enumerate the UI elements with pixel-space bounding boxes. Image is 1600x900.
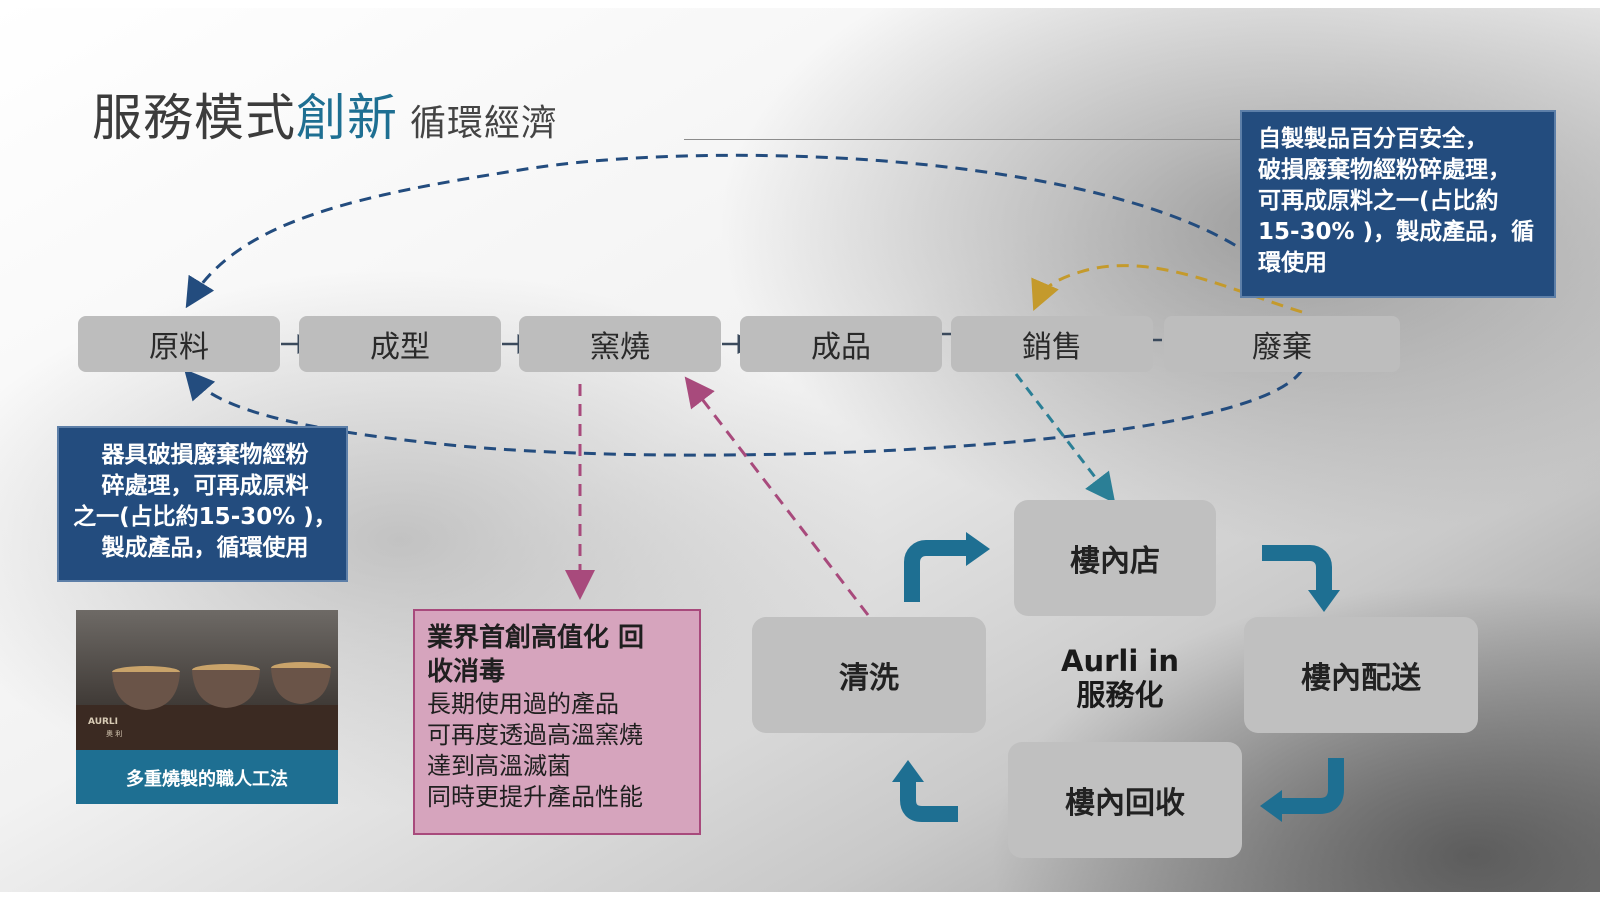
note-left-line: 製成產品，循環使用 [101,535,309,561]
cycle-cleaning: 清洗 [752,617,986,733]
photo-brand-sub: 奧 利 [106,729,122,738]
note-pink: 業界首創高值化 回 收消毒 長期使用過的產品 可再度透過高溫窯燒 達到高溫滅菌 … [413,609,701,835]
note-top-right-line: 自製製品百分百安全， [1258,126,1488,152]
title-sub: 循環經濟 [410,103,559,144]
photo-brand: AURLI [88,717,118,727]
teacups-image: AURLI 奧 利 [76,610,338,750]
title-accent: 創新 [296,89,398,147]
note-top-right-line: 破損廢棄物經粉碎處理， [1258,157,1511,183]
loop-bottom-arrow [184,368,1304,457]
cycle-arrowheads [892,532,1340,822]
note-left: 器具破損廢棄物經粉 碎處理，可再成原料 之一(占比約15-30% )， 製成產品… [57,426,348,582]
product-photo: AURLI 奧 利 多重燒製的職人工法 [76,610,338,804]
pink-heading-line: 業界首創高值化 回 [427,623,645,653]
gold-arrow [1031,264,1303,314]
cycle-building-store: 樓內店 [1014,500,1216,616]
photo-caption: 多重燒製的職人工法 [76,750,338,804]
cycle-center-line: 服務化 [1076,678,1164,712]
teal-arrow [1014,373,1116,504]
title-main: 服務模式 [92,89,296,147]
pink-text-line: 達到高溫滅菌 [427,752,571,780]
pink-diagonal-arrow [684,376,870,616]
process-raw-material: 原料 [78,316,280,372]
note-top-right-line: 環使用 [1258,250,1327,276]
cycle-center-line: Aurli in [1061,644,1179,678]
pink-heading-line: 收消毒 [427,657,506,687]
note-left-line: 器具破損廢棄物經粉 [101,442,309,468]
note-top-right: 自製製品百分百安全， 破損廢棄物經粉碎處理， 可再成原料之一(占比約 15-30… [1240,110,1556,298]
pink-text-line: 同時更提升產品性能 [427,783,643,811]
title-rule [684,139,1244,140]
process-forming: 成型 [299,316,501,372]
note-top-right-line: 15-30% )，製成產品，循 [1258,219,1535,245]
cycle-center-label: Aurli in 服務化 [1030,644,1210,712]
process-disposal: 廢棄 [1164,316,1400,372]
note-left-line: 之一(占比約15-30% )， [73,504,337,530]
process-finished-product: 成品 [740,316,942,372]
process-kiln-firing: 窯燒 [519,316,721,372]
loop-top-arrow [185,153,1253,309]
pink-text-line: 長期使用過的產品 [427,690,619,718]
process-sales: 銷售 [951,316,1153,372]
cycle-building-recycle: 樓內回收 [1008,742,1242,858]
cycle-building-delivery: 樓內配送 [1244,617,1478,733]
note-top-right-line: 可再成原料之一(占比約 [1258,188,1499,214]
cycle-arrows [900,540,1344,822]
pink-text-line: 可再度透過高溫窯燒 [427,721,643,749]
note-left-line: 碎處理，可再成原料 [101,473,309,499]
page-title: 服務模式創新循環經濟 [92,78,558,150]
